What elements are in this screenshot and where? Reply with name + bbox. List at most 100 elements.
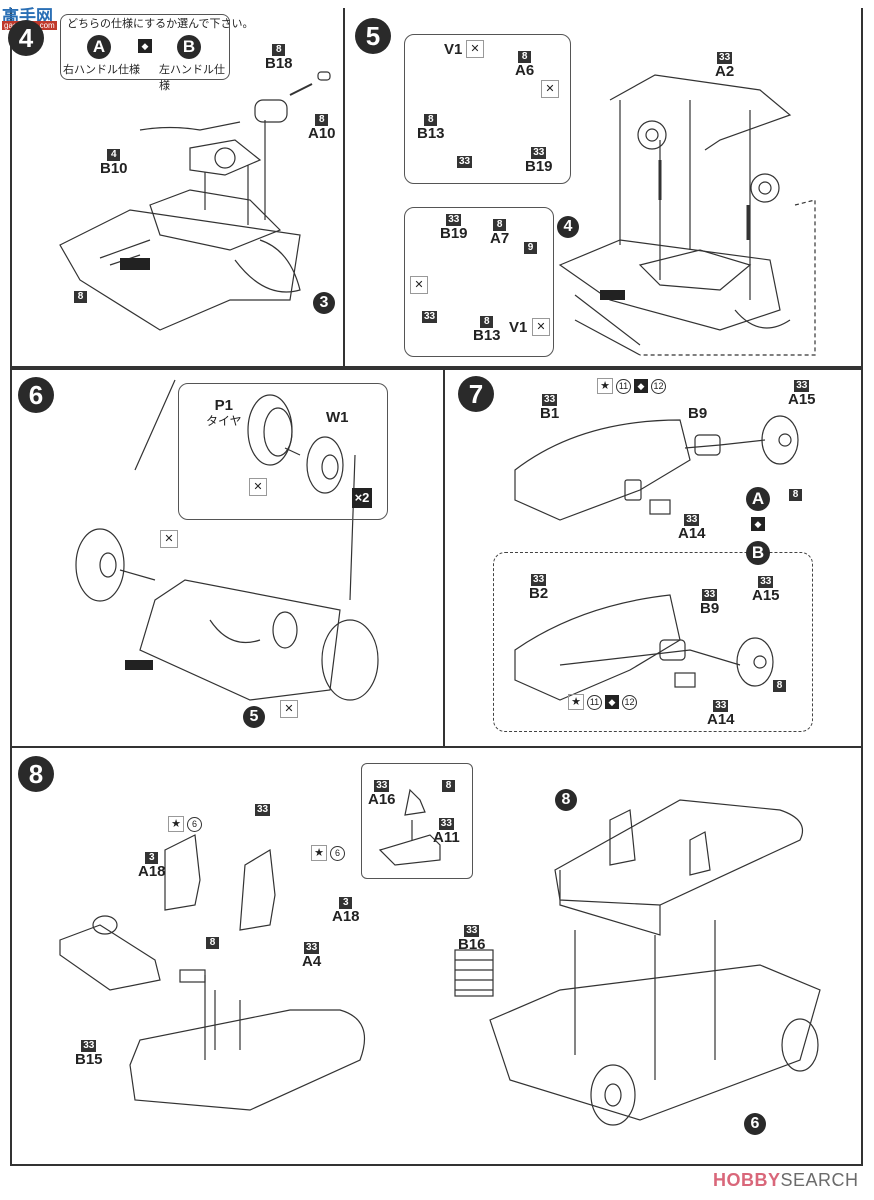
paint-mix-icon: ◆	[605, 695, 619, 709]
color-code: 33	[304, 942, 320, 954]
ref-step-6: 6	[744, 1113, 766, 1135]
part-id: A6	[515, 62, 535, 79]
part-id: B2	[529, 585, 549, 602]
watermark-search: SEARCH	[780, 1170, 859, 1190]
part-id: B10	[100, 160, 128, 177]
part-P1: P1 タイヤ	[206, 398, 242, 429]
part-B18: 8 B18	[265, 40, 293, 71]
step7-dashboard-drawing	[514, 415, 799, 701]
part-id: A11	[433, 829, 460, 846]
seat-right-paint: ★ 6	[311, 845, 345, 861]
paint-number: 11	[616, 378, 631, 394]
part-B19-upper: 33 B19	[525, 143, 553, 174]
variant-a-badge: A	[746, 487, 770, 511]
ref-step-5: 5	[243, 706, 265, 728]
spring-color-lower: 33	[422, 307, 438, 323]
seat-left-paint: ★ 6	[168, 816, 202, 832]
part-B9-a: B9	[688, 405, 708, 422]
step4-chassis-drawing	[59, 71, 331, 331]
step5-chassis-drawing	[558, 74, 816, 356]
part-A4: 33 A4	[302, 938, 321, 969]
color-code: 33	[81, 1040, 97, 1052]
color-code: 33	[422, 311, 438, 323]
part-A6: 8 A6	[515, 47, 534, 78]
hobby-search-watermark: HOBBYSEARCH	[713, 1170, 859, 1191]
paint-mix-icon: ◆	[751, 517, 765, 531]
part-id: B13	[417, 125, 445, 142]
color-code: 33	[464, 925, 480, 937]
floor-color-label: 8	[74, 287, 87, 303]
part-A10: 8 A10	[308, 110, 336, 141]
part-B19-lower: 33 B19	[440, 210, 468, 241]
step5-lower-callout	[404, 207, 554, 357]
part-A16: 33 A16	[368, 776, 396, 807]
part-B13-lower: 8 B13	[473, 312, 501, 343]
color-code: 33	[702, 589, 718, 601]
paint-number: 12	[651, 378, 666, 394]
part-V1-lower: V1	[509, 319, 528, 336]
part-B1: 33 B1	[540, 390, 559, 421]
knob-color2: 8	[442, 776, 455, 792]
no-glue-icon: ✕	[160, 530, 178, 548]
part-id: B18	[265, 55, 293, 72]
part-B16: 33 B16	[458, 921, 486, 952]
color-code: 33	[531, 147, 547, 159]
spec-selection-note: どちらの仕様にするか選んで下さい。	[67, 18, 254, 30]
part-B15: 33 B15	[75, 1036, 103, 1067]
step-7-number: 7	[458, 376, 494, 412]
step-4-number: 4	[8, 20, 44, 56]
color-code: 3	[145, 852, 159, 864]
part-A14-a: 33 A14	[678, 510, 706, 541]
color-code: 8	[74, 291, 87, 303]
color-code: 33	[684, 514, 700, 526]
part-id: A15	[788, 391, 816, 408]
step6-wheel-callout	[178, 383, 388, 520]
part-V1-upper: V1	[444, 41, 463, 58]
seat-color: 33	[255, 800, 271, 816]
no-glue-icon: ✕	[466, 40, 484, 58]
color-code: 8	[272, 44, 286, 56]
color-code: 33	[531, 574, 547, 586]
no-glue-icon: ✕	[532, 318, 550, 336]
color-code: 8	[442, 780, 455, 792]
wheel-color-b: 8	[773, 676, 786, 692]
step5-upper-callout	[404, 34, 571, 184]
star-icon: ★	[597, 378, 613, 394]
ref-step-8: 8	[555, 789, 577, 811]
part-B10: 4 B10	[100, 145, 128, 176]
step-6-number: 6	[18, 377, 54, 413]
part-W1: W1	[326, 409, 349, 426]
quantity-x2-badge: ×2	[352, 488, 372, 508]
option-a-label: 右ハンドル仕様	[63, 64, 140, 76]
color-code: 33	[255, 804, 271, 816]
color-code: 33	[713, 700, 729, 712]
part-A15-a: 33 A15	[788, 376, 816, 407]
part-id: P1	[214, 397, 233, 414]
color-code: 33	[446, 214, 462, 226]
star-icon: ★	[168, 816, 184, 832]
variant-b-box	[493, 552, 813, 732]
part-id: B1	[540, 405, 560, 422]
step-5-number: 5	[355, 18, 391, 54]
paint-mix-icon: ◆	[138, 39, 152, 53]
part-id: B19	[440, 225, 468, 242]
part-A2: 33 A2	[715, 48, 734, 79]
color-code: 8	[789, 489, 802, 501]
disc-color: 9	[524, 238, 537, 254]
part-id: A2	[715, 63, 735, 80]
color-code: 8	[480, 316, 494, 328]
no-glue-icon: ✕	[280, 700, 298, 718]
step8-interior-drawing	[59, 799, 821, 1126]
part-id: A4	[302, 953, 322, 970]
part-id: A14	[678, 525, 706, 542]
part-id: A15	[752, 587, 780, 604]
color-code: 33	[542, 394, 558, 406]
color-code: 8	[206, 937, 219, 949]
paint-number: 6	[330, 845, 345, 861]
color-code: 3	[339, 897, 353, 909]
part-A15-b: 33 A15	[752, 572, 780, 603]
no-glue-icon: ✕	[249, 478, 267, 496]
color-code: 8	[493, 219, 507, 231]
part-A18-left: 3 A18	[138, 848, 166, 879]
color-code: 8	[518, 51, 532, 63]
